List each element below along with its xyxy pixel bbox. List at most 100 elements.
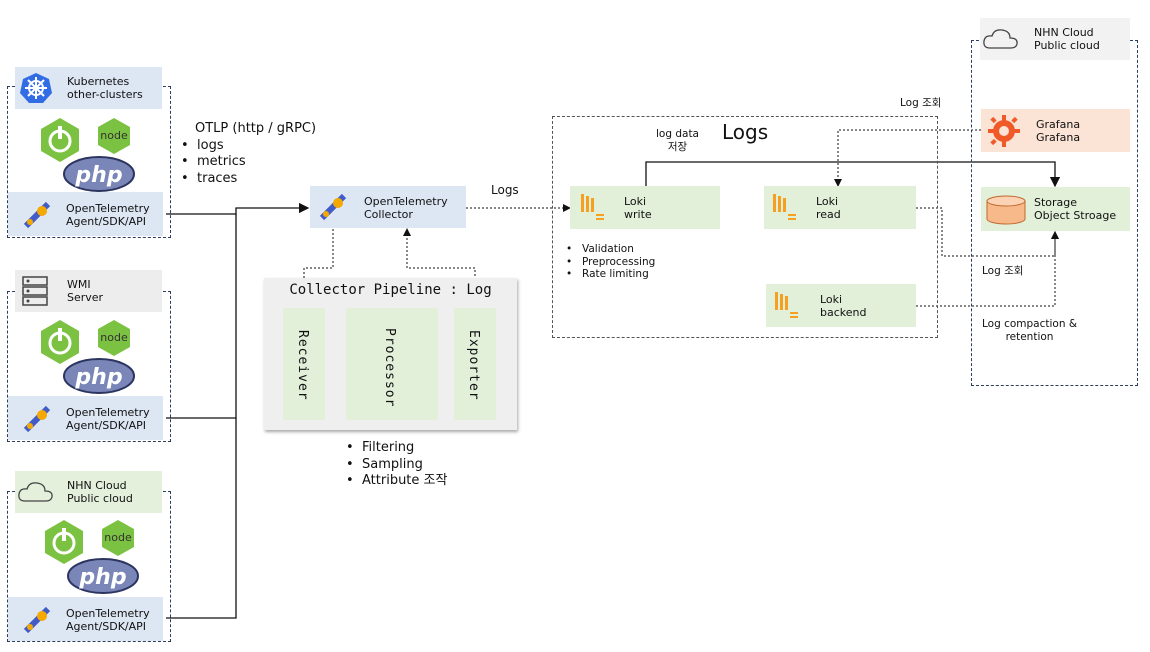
otel-agent-line2: Agent/SDK/API xyxy=(66,620,147,633)
node-text: node xyxy=(104,531,132,544)
log-data-line1: log data xyxy=(656,128,699,140)
loki-read: Loki read xyxy=(764,186,916,229)
nhn-cloud-line2: Public cloud xyxy=(1034,39,1100,52)
storage-line2: Object Stroage xyxy=(1034,209,1117,222)
pipeline-processor: Processor xyxy=(346,308,438,420)
compaction-line2: retention xyxy=(1005,331,1054,343)
database-icon xyxy=(986,195,1026,225)
edge-grafana-to-loki-read xyxy=(834,129,981,187)
loki-backend-line1: Loki xyxy=(820,293,843,306)
edge-label-logs: Logs xyxy=(491,183,519,197)
php-text: php xyxy=(74,163,122,188)
grafana-icon xyxy=(988,115,1020,147)
otel-agent-line1: OpenTelemetry xyxy=(66,202,150,215)
loki-write: Loki write xyxy=(570,186,720,229)
php-text: php xyxy=(78,565,126,590)
opentelemetry-icon xyxy=(319,193,347,221)
loki-write-line1: Loki xyxy=(624,195,647,208)
compaction-line1: Log compaction & xyxy=(982,318,1078,330)
source-label-line2: Public cloud xyxy=(67,492,133,505)
otel-agent-line2: Agent/SDK/API xyxy=(66,419,147,432)
loki-write-list: Validation Preprocessing Rate limiting xyxy=(566,243,655,281)
otel-agent-kubernetes: OpenTelemetry Agent/SDK/API xyxy=(8,192,163,236)
loki-icon xyxy=(775,292,798,318)
otlp-item: logs xyxy=(181,138,316,155)
node-php-logo: node php xyxy=(41,118,135,192)
source-label-nhn-cloud: NHN Cloud Public cloud xyxy=(15,471,162,513)
source-label-line2: other-clusters xyxy=(67,88,143,101)
otlp-item: traces xyxy=(181,171,316,188)
source-label-line1: Kubernetes xyxy=(67,75,130,88)
grafana: Grafana Grafana xyxy=(981,109,1130,152)
opentelemetry-icon xyxy=(23,606,51,634)
pipeline-item: Attribute 조작 xyxy=(346,473,447,490)
collector-line2: Collector xyxy=(364,208,413,221)
source-label-line2: Server xyxy=(67,291,104,304)
source-label-wmi: WMI Server xyxy=(15,270,162,312)
loki-backend-line2: backend xyxy=(820,306,867,319)
pipeline-list: Filtering Sampling Attribute 조작 xyxy=(346,440,447,490)
otel-agent-wmi: OpenTelemetry Agent/SDK/API xyxy=(8,396,163,440)
otlp-title: OTLP (http / gRPC) xyxy=(195,121,317,136)
edge-wmi-to-collector xyxy=(166,214,237,419)
edge-label-log-data: log data 저장 xyxy=(656,128,699,154)
source-label-line1: WMI xyxy=(67,278,91,291)
php-text: php xyxy=(74,365,122,390)
opentelemetry-icon xyxy=(23,201,51,229)
nhn-cloud-label: NHN Cloud Public cloud xyxy=(980,18,1130,60)
loki-icon xyxy=(773,194,796,220)
collector-line1: OpenTelemetry xyxy=(364,195,448,208)
storage-line1: Storage xyxy=(1034,196,1078,209)
exporter-label: Exporter xyxy=(466,330,481,401)
grafana-line1: Grafana xyxy=(1036,118,1081,131)
otel-agent-line2: Agent/SDK/API xyxy=(66,215,147,228)
loki-read-line2: read xyxy=(816,208,841,221)
loki-write-item: Validation xyxy=(566,243,655,256)
otlp-item: metrics xyxy=(181,154,316,171)
otel-agent-line1: OpenTelemetry xyxy=(66,607,150,620)
loki-write-line2: write xyxy=(624,208,652,221)
otlp-list: logs metrics traces xyxy=(181,138,316,188)
node-php-logo: node php xyxy=(45,520,139,594)
edge-k8s-to-collector xyxy=(166,202,310,215)
pipeline-receiver: Receiver xyxy=(283,308,325,420)
logs-group xyxy=(552,116,938,338)
storage: Storage Object Stroage xyxy=(981,187,1130,231)
pipeline-bullets: Filtering Sampling Attribute 조작 xyxy=(346,440,447,490)
cloud-icon xyxy=(18,482,53,502)
pipeline-item: Filtering xyxy=(346,440,447,457)
node-text: node xyxy=(100,331,128,344)
grafana-line2: Grafana xyxy=(1036,131,1081,144)
log-data-line2: 저장 xyxy=(667,141,688,153)
opentelemetry-icon xyxy=(23,405,51,433)
edge-label-compaction: Log compaction & retention xyxy=(982,318,1077,344)
edge-loki-write-to-storage xyxy=(645,161,1061,188)
pipeline-exporter: Exporter xyxy=(454,308,496,420)
node-php-logo: node php xyxy=(41,320,135,394)
otel-agent-nhn-cloud: OpenTelemetry Agent/SDK/API xyxy=(8,597,163,641)
nhn-cloud-line1: NHN Cloud xyxy=(1034,26,1094,39)
receiver-label: Receiver xyxy=(295,330,310,401)
loki-write-bullets: Validation Preprocessing Rate limiting xyxy=(566,243,655,281)
loki-backend: Loki backend xyxy=(766,284,916,327)
otel-agent-line1: OpenTelemetry xyxy=(66,406,150,419)
opentelemetry-collector: OpenTelemetry Collector xyxy=(310,186,466,228)
edge-label-log-query-right: Log 조회 xyxy=(982,265,1024,277)
cloud-icon xyxy=(983,29,1018,49)
node-text: node xyxy=(100,129,128,142)
processor-label: Processor xyxy=(382,328,397,408)
edge-nhn-to-collector xyxy=(166,418,237,619)
pipeline-title: Collector Pipeline : Log xyxy=(289,282,492,298)
source-label-line1: NHN Cloud xyxy=(67,479,127,492)
pipeline-item: Sampling xyxy=(346,457,447,474)
edge-label-log-query-top: Log 조회 xyxy=(900,97,942,109)
logs-group-title: Logs xyxy=(722,120,769,144)
kubernetes-icon xyxy=(20,73,52,103)
source-label-kubernetes: Kubernetes other-clusters xyxy=(15,67,162,109)
loki-read-line1: Loki xyxy=(816,195,839,208)
loki-write-item: Preprocessing xyxy=(566,256,655,269)
edge-loki-backend-to-storage xyxy=(916,231,1059,307)
otlp-annotation: OTLP (http / gRPC) logs metrics traces xyxy=(195,121,316,187)
loki-write-item: Rate limiting xyxy=(566,268,655,281)
server-icon xyxy=(22,276,48,306)
